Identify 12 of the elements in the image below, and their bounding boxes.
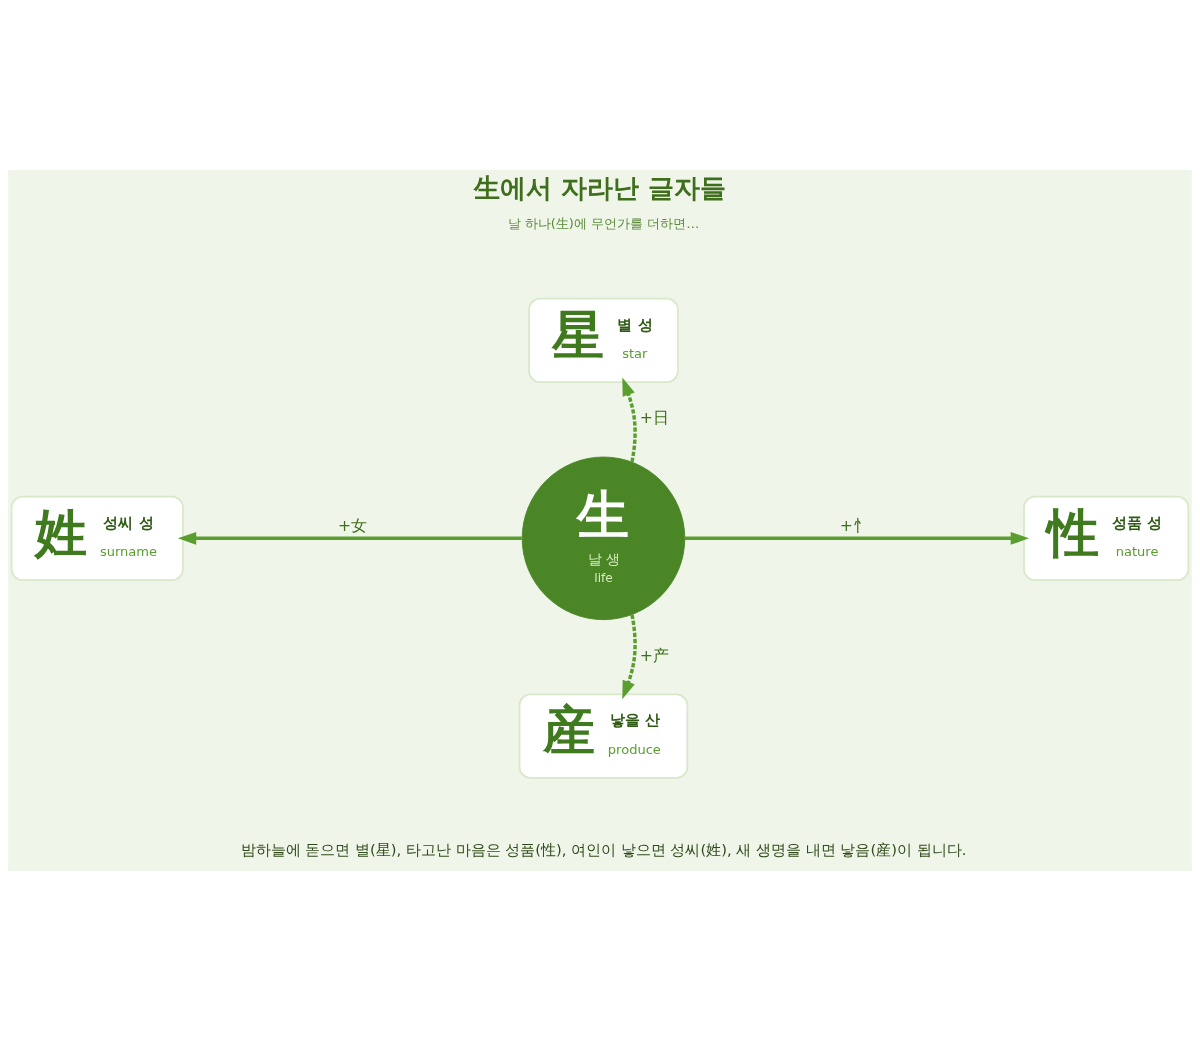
arrow <box>177 531 522 545</box>
label: 날 하나(生)에 무언가를 더하면… <box>507 215 700 231</box>
arrow <box>622 376 637 462</box>
edge-label: +产 <box>639 645 669 665</box>
node-circle: 生 날 생 life <box>521 456 686 620</box>
edge-label: +日 <box>639 407 669 427</box>
edge-label: +忄 <box>839 515 869 535</box>
caption: 밤하늘에 돋으면 별(星), 타고난 마음은 성품(性), 여인이 낳으면 성씨(姓), 새 생명을 내면 낳음(産)이 됩니다. <box>240 840 967 858</box>
arrow <box>622 613 637 699</box>
diagram-title: 生에서 자라난 글자들 <box>474 172 727 203</box>
edge-label: +女 <box>338 515 368 535</box>
arrow <box>684 531 1029 545</box>
